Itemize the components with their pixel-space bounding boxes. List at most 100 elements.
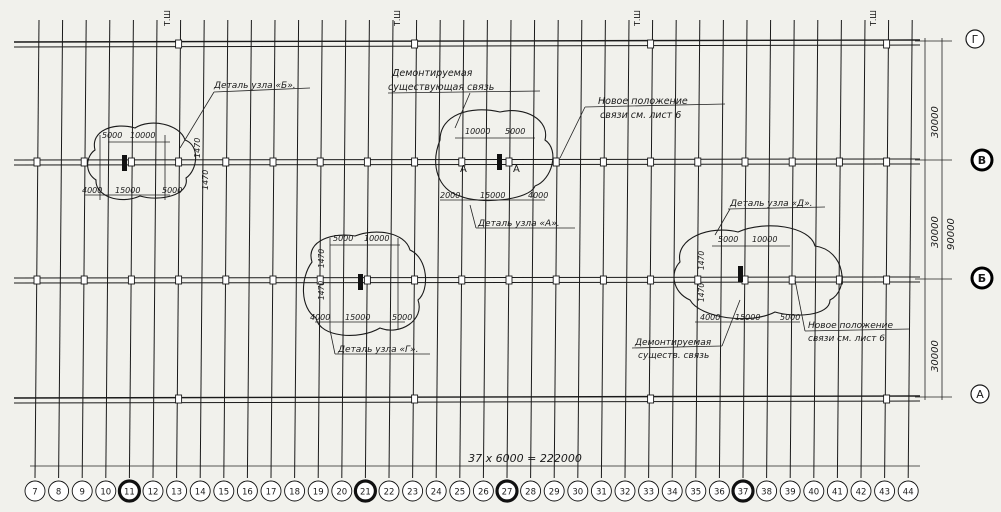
column-gridline (58, 19, 64, 479)
column-bubble-label: 7 (32, 488, 37, 498)
column-bubble-label: 22 (384, 488, 395, 498)
column-bubble: 16 (236, 480, 258, 502)
column-mark (647, 39, 655, 49)
demount-note-2: Демонтируемая существ. связь (631, 299, 741, 361)
column-mark (835, 157, 843, 167)
note-new-link-2b: связи см. лист 6 (808, 334, 885, 344)
det-a-d3: 2000 (440, 191, 460, 200)
top-marks: Т.Ш Т.Ш Т.Ш Т.Ш (163, 10, 878, 27)
column-bubble: 32 (614, 480, 636, 502)
column-gridline (836, 19, 842, 479)
column-marks (33, 39, 891, 404)
column-mark (411, 157, 419, 167)
svg-text:Г: Г (972, 33, 979, 46)
det-d-d5: 5000 (780, 313, 800, 322)
column-bubble: 41 (826, 480, 848, 502)
column-gridline (789, 19, 795, 479)
column-gridline (223, 19, 229, 479)
column-mark (175, 39, 183, 49)
row-line-g (13, 39, 921, 43)
column-bubble: 42 (850, 480, 872, 502)
column-mark (411, 39, 419, 49)
det-a-section-right: А (513, 164, 520, 175)
column-bubble-label: 37 (738, 488, 749, 498)
column-bubble: 26 (472, 480, 494, 502)
det-d-v2: 1470 (697, 283, 706, 302)
column-bubble-label: 27 (502, 488, 513, 498)
det-g-d3: 4000 (310, 313, 330, 322)
det-a-section-left: А (460, 164, 467, 175)
column-gridline (364, 19, 370, 479)
column-bubble: 28 (520, 480, 542, 502)
det-d-d2: 10000 (752, 235, 777, 244)
column-gridline (813, 19, 819, 479)
column-bubble-label: 43 (879, 488, 890, 498)
row-bubble-g: Г (965, 29, 985, 49)
column-gridline (152, 19, 158, 479)
column-bubble-label: 41 (832, 488, 843, 498)
column-bubble-label: 10 (100, 488, 111, 498)
column-mark (175, 275, 183, 285)
column-mark (599, 275, 607, 285)
column-bubble: 22 (378, 480, 400, 502)
column-bubble-label: 21 (360, 488, 371, 498)
column-bubble: 12 (142, 480, 164, 502)
dim-right-top: 30000 (930, 106, 941, 138)
det-b-d1: 5000 (102, 131, 122, 140)
column-mark (599, 157, 607, 167)
column-bubble: 38 (756, 480, 778, 502)
column-mark (647, 157, 655, 167)
svg-text:А: А (976, 388, 984, 401)
column-gridline (742, 19, 748, 479)
column-bubble: 15 (213, 480, 235, 502)
column-mark (458, 157, 466, 167)
note-new-link-2: Новое положение (808, 321, 894, 331)
column-gridline (766, 19, 772, 479)
right-dimensions: 30000 30000 30000 90000 (915, 38, 957, 400)
det-b-d4: 15000 (115, 186, 140, 195)
detail-b-cloud: 5000 10000 4000 15000 5000 1470 1470 Дет… (82, 81, 311, 201)
column-gridline (600, 19, 606, 479)
column-bubble: 34 (661, 480, 683, 502)
note-detail-a: Деталь узла «А». (477, 219, 560, 229)
row-line-b (13, 276, 921, 279)
column-gridline (81, 19, 87, 479)
row-line-v (13, 158, 921, 161)
column-gridline (884, 19, 890, 479)
column-bubble-label: 17 (266, 488, 277, 498)
column-gridline (270, 19, 276, 479)
column-bubble-label: 25 (454, 488, 465, 498)
column-bubble-label: 12 (148, 488, 159, 498)
column-mark (694, 275, 702, 285)
row-bubble-b: Б (970, 266, 994, 290)
column-gridline (553, 19, 559, 479)
column-bubble: 14 (189, 480, 211, 502)
det-b-v2: 1470 (201, 170, 210, 190)
column-mark (883, 39, 891, 49)
column-bubble-label: 14 (195, 488, 206, 498)
column-mark (552, 157, 560, 167)
column-mark (175, 157, 183, 167)
detail-d-cloud: Деталь узла «Д». 5000 10000 4000 15000 5… (673, 199, 843, 323)
column-mark (316, 275, 324, 285)
det-d-d3: 4000 (700, 313, 720, 322)
column-bubble: 20 (331, 480, 353, 502)
svg-text:Б: Б (978, 272, 986, 285)
column-bubble-label: 30 (572, 488, 583, 498)
column-bubble: 30 (567, 480, 589, 502)
column-bubble-label: 8 (56, 488, 61, 498)
note-new-link-1b: связи см. лист 6 (600, 110, 681, 121)
top-mark-4: Т.Ш (869, 10, 878, 27)
column-mark (411, 275, 419, 285)
row-line-a (13, 395, 921, 399)
column-bubble-label: 38 (761, 488, 772, 498)
column-bubble: 11 (117, 479, 141, 503)
column-gridline (577, 19, 583, 479)
column-bubble: 29 (543, 480, 565, 502)
column-bubble: 37 (731, 479, 755, 503)
row-line-g-inner (13, 44, 921, 48)
column-mark (647, 275, 655, 285)
column-bubble-label: 13 (171, 488, 182, 498)
